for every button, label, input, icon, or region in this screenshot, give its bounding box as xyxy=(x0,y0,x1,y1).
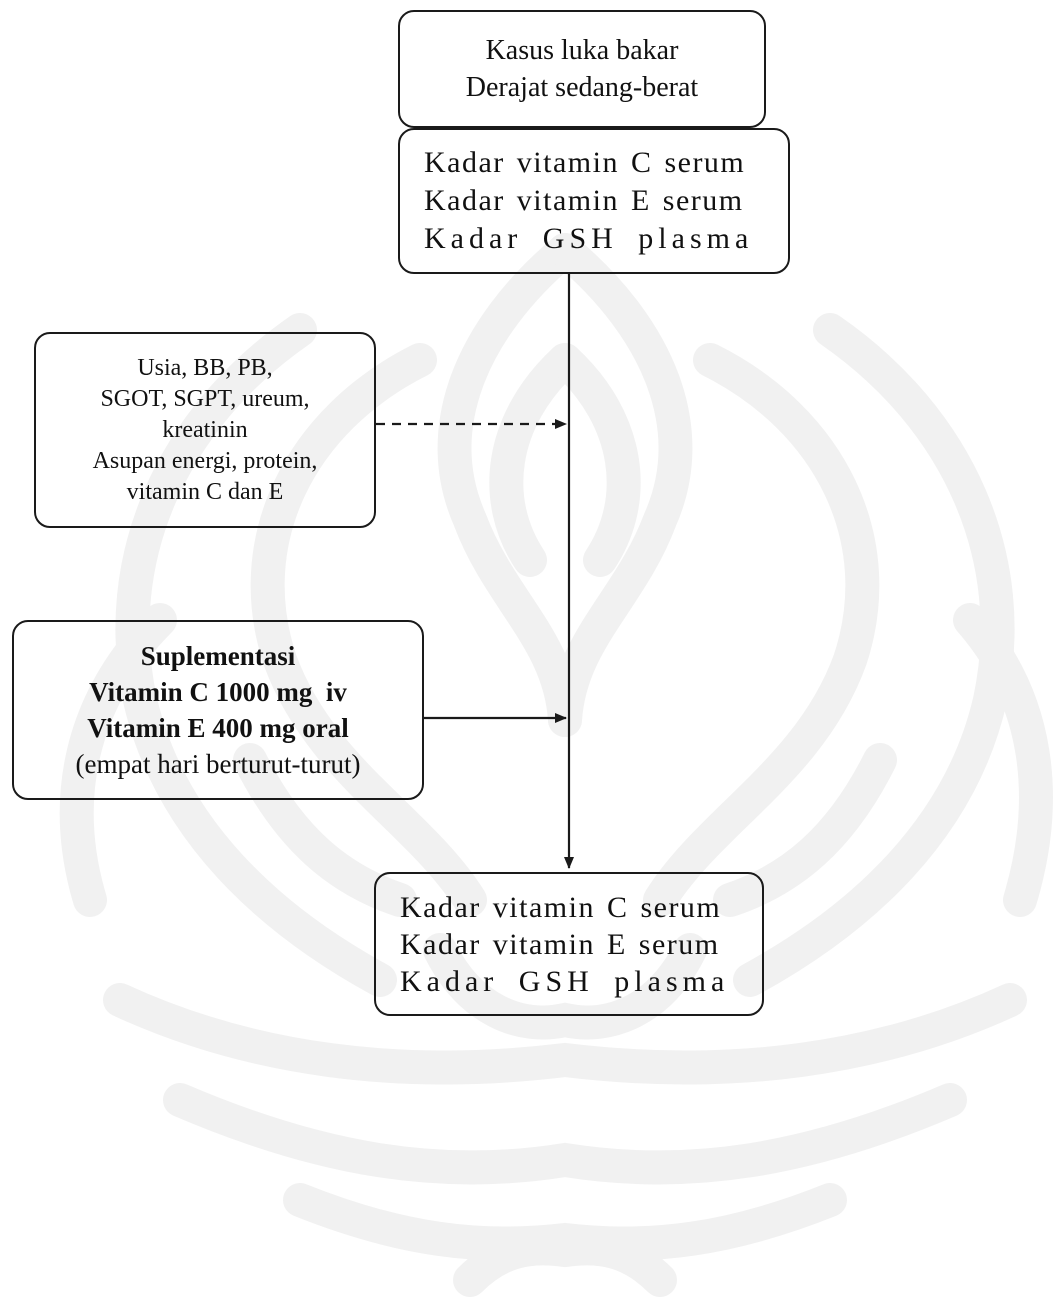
confounder-line-1: Usia, BB, PB, xyxy=(137,353,272,384)
case-severity-line: Derajat sedang-berat xyxy=(466,69,698,106)
baseline-vitamin-c-line: Kadar vitamin C serum xyxy=(424,144,745,182)
confounder-line-3: kreatinin xyxy=(162,415,247,446)
confounder-line-4: Asupan energi, protein, xyxy=(93,446,318,477)
confounder-line-5: vitamin C dan E xyxy=(127,477,284,508)
final-vitamin-c-line: Kadar vitamin C serum xyxy=(400,889,721,926)
case-title-line: Kasus luka bakar xyxy=(486,32,679,69)
final-measurement-box: Kadar vitamin C serum Kadar vitamin E se… xyxy=(374,872,764,1016)
confounder-line-2: SGOT, SGPT, ureum, xyxy=(100,384,309,415)
baseline-gsh-line: Kadar GSH plasma xyxy=(424,220,753,258)
baseline-measurement-box: Kadar vitamin C serum Kadar vitamin E se… xyxy=(398,128,790,274)
intervention-vitamin-c-dose: Vitamin C 1000 mg iv xyxy=(89,674,347,710)
final-vitamin-e-line: Kadar vitamin E serum xyxy=(400,926,720,963)
intervention-title: Suplementasi xyxy=(141,638,296,674)
intervention-duration: (empat hari berturut-turut) xyxy=(76,746,361,782)
final-gsh-line: Kadar GSH plasma xyxy=(400,963,729,1000)
supplementation-box: Suplementasi Vitamin C 1000 mg iv Vitami… xyxy=(12,620,424,800)
confounders-box: Usia, BB, PB, SGOT, SGPT, ureum, kreatin… xyxy=(34,332,376,528)
baseline-vitamin-e-line: Kadar vitamin E serum xyxy=(424,182,744,220)
intervention-vitamin-e-dose: Vitamin E 400 mg oral xyxy=(87,710,348,746)
burn-case-box: Kasus luka bakar Derajat sedang-berat xyxy=(398,10,766,128)
